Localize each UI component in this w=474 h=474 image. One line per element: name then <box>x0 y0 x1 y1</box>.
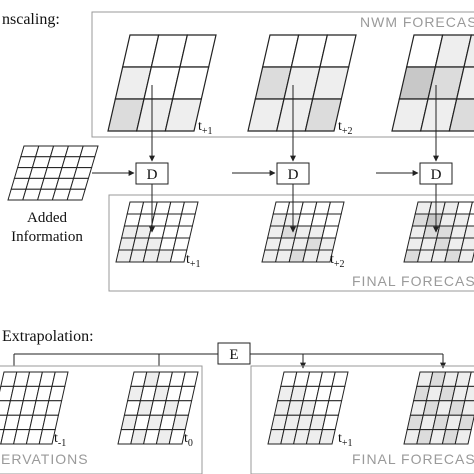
fc-grid-t2 <box>403 371 474 445</box>
grid-cell <box>79 145 99 158</box>
grid-cell <box>178 385 196 402</box>
grid-cell <box>169 249 188 263</box>
grid-cell <box>172 237 191 251</box>
grid-cell <box>324 400 343 416</box>
fine-forecast-grids <box>115 201 474 263</box>
fine-time-label-1: t+1 <box>186 252 201 270</box>
grid-cell <box>467 371 474 387</box>
svg-text:D: D <box>147 167 158 183</box>
coarse-grid-t3 <box>391 34 474 132</box>
grid-cell <box>464 385 474 402</box>
grid-cell <box>324 213 342 227</box>
grid-cell <box>66 188 86 201</box>
nwm-forecast-panel <box>91 11 474 138</box>
grid-cell <box>164 98 203 132</box>
obs-time-label-2: t0 <box>184 431 193 449</box>
grid-cell <box>44 400 63 416</box>
grid-cell <box>174 400 193 416</box>
downscaling-section-label: nscaling: <box>2 11 60 28</box>
downscale-operator-1: D <box>135 162 169 185</box>
obs-time-label-1: t-1 <box>54 431 66 449</box>
grid-cell <box>171 414 190 431</box>
grid-cell <box>72 167 93 179</box>
fine-time-label-2: t+2 <box>330 252 345 270</box>
grid-cell <box>328 385 346 402</box>
coarse-grid-t2 <box>247 34 357 132</box>
extrapolation-grids <box>0 371 474 445</box>
extrapolation-final-forecast-label: FINAL FORECAS <box>352 451 474 467</box>
fc-grid-t1 <box>267 371 349 445</box>
grid-cell <box>460 400 474 416</box>
grid-cell <box>326 201 345 215</box>
downscale-operator-3: D <box>419 162 453 185</box>
grid-cell <box>318 429 336 445</box>
downscaling-final-forecast-panel <box>108 194 474 292</box>
grid-cell <box>460 237 474 251</box>
fine-grid-t2 <box>261 201 345 263</box>
grid-cell <box>318 237 337 251</box>
added-information-label-line2: Information <box>11 229 83 245</box>
grid-cell <box>331 371 349 387</box>
nwm-forecast-label: NWM FORECAS <box>360 14 474 30</box>
extrapolation-operator: E <box>217 342 251 365</box>
coarse-grid-t1 <box>107 34 217 132</box>
downscale-operator-2: D <box>276 162 310 185</box>
observations-label: ERVATIONS <box>1 451 89 467</box>
grid-cell <box>457 414 474 431</box>
coarse-time-label-1: t+1 <box>198 119 213 137</box>
grid-cell <box>76 156 96 169</box>
grid-cell <box>178 213 196 227</box>
svg-text:D: D <box>431 167 442 183</box>
svg-text:D: D <box>288 167 299 183</box>
grid-cell <box>38 429 56 445</box>
added-information-label-line1: Added <box>27 210 67 226</box>
coarse-time-label-2: t+2 <box>338 119 353 137</box>
grid-cell <box>468 201 474 215</box>
grid-cell <box>463 225 474 239</box>
grid-cell <box>181 371 199 387</box>
grid-cell <box>168 429 186 445</box>
extrapolation-section-label: Extrapolation: <box>2 328 94 345</box>
fine-grid-t3 <box>403 201 474 263</box>
svg-text:E: E <box>229 347 238 363</box>
coarse-forecast-grids <box>107 34 474 132</box>
grid-cell <box>175 225 194 239</box>
observations-panel <box>0 365 203 474</box>
grid-cell <box>321 225 340 239</box>
added-info-grid <box>7 145 99 201</box>
fc-time-label-1: t+1 <box>338 431 353 449</box>
grid-cell <box>41 414 60 431</box>
grid-cell <box>463 34 474 68</box>
grid-cell <box>448 98 474 132</box>
grid-cell <box>455 66 474 100</box>
added-information-grid <box>7 145 99 201</box>
grid-cell <box>51 371 69 387</box>
extrapolation-final-forecast-panel <box>250 365 474 474</box>
grid-cell <box>454 429 472 445</box>
grid-cell <box>315 249 334 263</box>
obs-grid-t-1 <box>0 371 69 445</box>
grid-cell <box>48 385 66 402</box>
grid-cell <box>69 177 90 190</box>
grid-cell <box>180 201 199 215</box>
downscaling-final-forecast-label: FINAL FORECAS <box>352 273 474 289</box>
grid-cell <box>321 414 340 431</box>
obs-grid-t0 <box>117 371 199 445</box>
grid-cell <box>304 98 343 132</box>
grid-cell <box>457 249 474 263</box>
fine-grid-t1 <box>115 201 199 263</box>
grid-cell <box>466 213 474 227</box>
